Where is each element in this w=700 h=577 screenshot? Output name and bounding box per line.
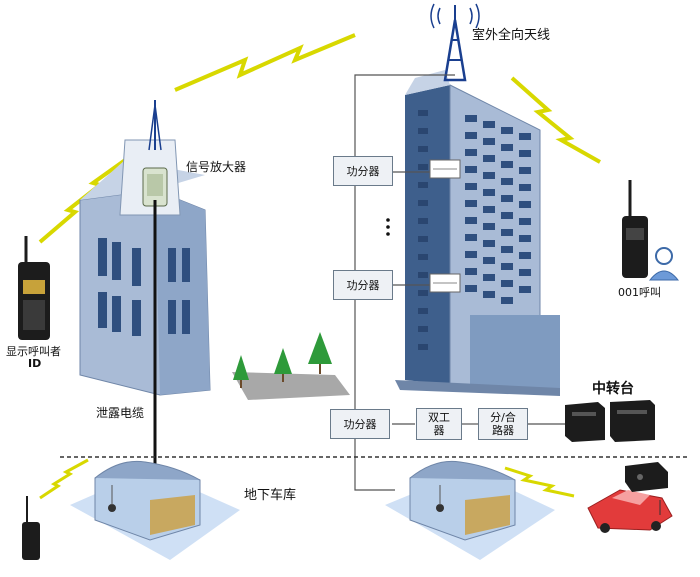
building-window <box>501 246 513 253</box>
building-window <box>519 252 531 259</box>
building-window <box>465 268 477 275</box>
signal-amplifier-label: 信号放大器 <box>186 160 247 174</box>
user-icon <box>648 247 680 281</box>
building-window <box>483 121 495 128</box>
building-window <box>418 128 428 134</box>
building-window <box>501 229 513 236</box>
building-window <box>483 155 495 162</box>
wireless-link-tower-to-amplifier <box>174 33 356 92</box>
trees-decoration <box>232 332 350 400</box>
amplifier-antenna-icon <box>148 100 162 151</box>
building-window <box>465 149 477 156</box>
building-window <box>519 286 531 293</box>
building-window <box>418 290 428 296</box>
garage-left <box>70 460 240 560</box>
building-window <box>465 200 477 207</box>
wireless-link-garage-left <box>39 458 89 500</box>
building-window <box>483 189 495 196</box>
building-window <box>418 308 428 314</box>
building-window <box>483 257 495 264</box>
building-window <box>418 236 428 242</box>
underground-garage-label: 地下车库 <box>244 488 297 503</box>
handheld-radio-garage <box>22 496 40 560</box>
red-car <box>587 489 673 533</box>
building-window <box>465 285 477 292</box>
outdoor-antenna-tower <box>430 3 480 82</box>
wireless-link-tower-to-radio <box>510 76 601 164</box>
building-window <box>465 234 477 241</box>
building-window <box>519 269 531 276</box>
building-window <box>418 326 428 332</box>
caller-id-label: ID <box>28 357 42 370</box>
ellipsis-dots <box>386 218 390 236</box>
building-window <box>418 254 428 260</box>
building-window <box>483 206 495 213</box>
power-splitter-box-3: 功分器 <box>330 409 390 439</box>
building-window <box>519 150 531 157</box>
building-window <box>483 274 495 281</box>
building-window <box>418 164 428 170</box>
caller-001-label: 001呼叫 <box>618 286 661 299</box>
relay-station-radios <box>565 400 655 442</box>
wireless-link-garage-right <box>504 466 575 498</box>
left-building <box>79 139 211 396</box>
building-window <box>465 217 477 224</box>
power-splitter-box-2: 功分器 <box>333 270 393 300</box>
building-window <box>418 200 428 206</box>
building-window <box>418 218 428 224</box>
garage-right <box>385 460 555 560</box>
building-window <box>501 212 513 219</box>
handheld-radio-right <box>622 180 648 278</box>
building-window <box>483 172 495 179</box>
building-window <box>465 132 477 139</box>
building-window <box>483 223 495 230</box>
building-window <box>519 133 531 140</box>
tall-building-windows <box>418 110 531 350</box>
building-window <box>519 167 531 174</box>
building-window <box>418 146 428 152</box>
building-window <box>465 115 477 122</box>
building-window <box>418 272 428 278</box>
building-window <box>501 263 513 270</box>
building-window <box>465 166 477 173</box>
building-window <box>418 344 428 350</box>
building-window <box>501 297 513 304</box>
relay-station-label: 中转台 <box>592 381 634 397</box>
building-window <box>501 161 513 168</box>
duplexer-box: 双工器 <box>416 408 462 440</box>
building-window <box>501 144 513 151</box>
building-window <box>501 178 513 185</box>
building-window <box>519 235 531 242</box>
panel-antenna-1 <box>429 159 461 179</box>
building-window <box>465 251 477 258</box>
building-window <box>501 280 513 287</box>
leaky-cable-label: 泄露电缆 <box>96 406 145 420</box>
building-window <box>519 184 531 191</box>
mobile-radio <box>625 462 668 515</box>
building-window <box>519 218 531 225</box>
caller-display-label: 显示呼叫者 <box>6 345 61 358</box>
panel-antenna-2 <box>429 273 461 293</box>
power-splitter-box-1: 功分器 <box>333 156 393 186</box>
combiner-box: 分/合路器 <box>478 408 528 440</box>
building-window <box>418 182 428 188</box>
building-window <box>483 291 495 298</box>
handheld-radio-left <box>18 236 50 340</box>
building-window <box>519 201 531 208</box>
building-window <box>483 138 495 145</box>
signal-amplifier-device <box>142 167 168 207</box>
building-window <box>501 195 513 202</box>
building-window <box>418 110 428 116</box>
building-window <box>501 127 513 134</box>
building-window <box>465 183 477 190</box>
building-window <box>483 240 495 247</box>
outdoor-antenna-label: 室外全向天线 <box>472 28 551 43</box>
